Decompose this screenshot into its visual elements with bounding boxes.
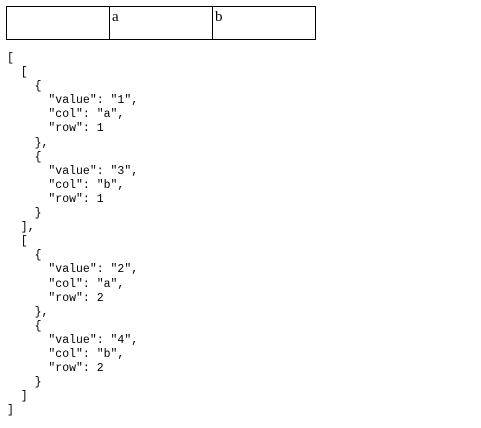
- header-cell-b: b: [212, 6, 316, 40]
- header-cell-a: a: [109, 6, 213, 40]
- json-output: [ [ { "value": "1", "col": "a", "row": 1…: [7, 52, 139, 418]
- header-row: a b: [6, 6, 318, 40]
- header-cell-empty: [6, 6, 110, 40]
